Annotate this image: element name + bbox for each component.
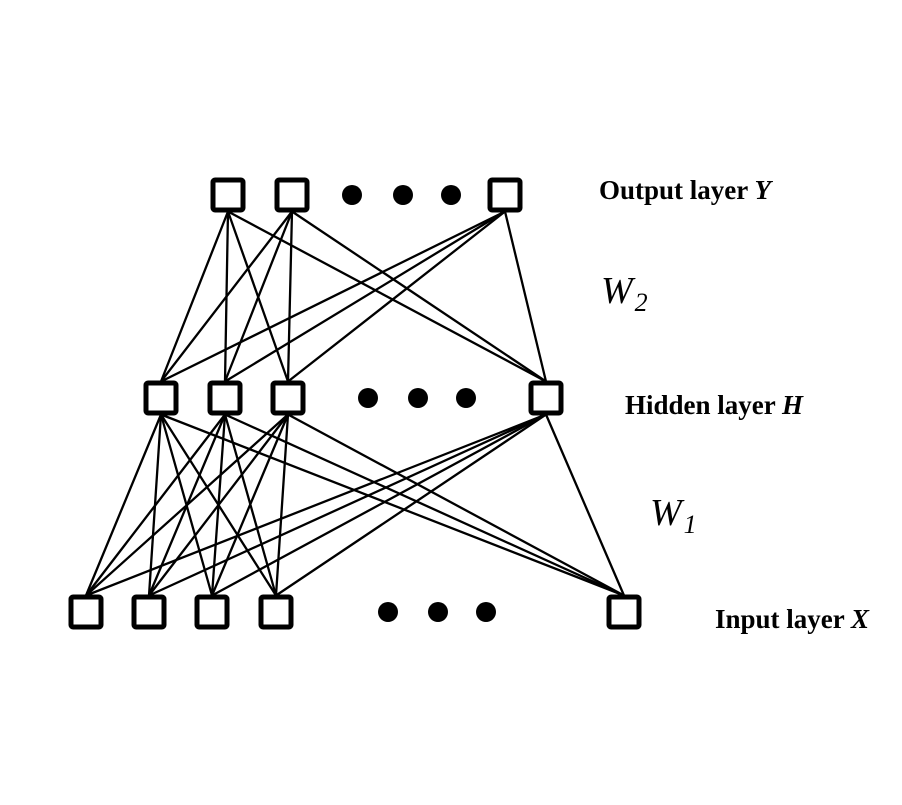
- input-node-2: [131, 594, 167, 630]
- edge-hidden-4-to-input-2: [147, 413, 548, 597]
- hidden-layer-label-text: Hidden layer: [625, 390, 783, 420]
- output-node-1: [210, 177, 246, 213]
- output-node-2: [274, 177, 310, 213]
- hidden-node-1: [143, 380, 179, 416]
- ellipses: [342, 185, 496, 622]
- edge-hidden-3-to-input-2: [147, 413, 290, 597]
- input-layer-label-text: Input layer: [715, 604, 852, 634]
- edge-hidden-3-to-input-5: [286, 413, 626, 597]
- edge-hidden-4-to-input-4: [274, 413, 548, 597]
- input-layer-variable: X: [851, 604, 870, 634]
- edge-hidden-4-to-input-3: [210, 413, 548, 597]
- hidden-node-4: [528, 380, 564, 416]
- connections: [84, 210, 626, 597]
- output-ellipsis-dot-1: [342, 185, 362, 205]
- edge-hidden-3-to-input-3: [210, 413, 290, 597]
- hidden-node-3: [270, 380, 306, 416]
- hidden-ellipsis-dot-1: [358, 388, 378, 408]
- hidden-layer-variable: H: [782, 390, 804, 420]
- weight-w2-label: W2: [601, 272, 648, 316]
- edge-output-3-to-hidden-2: [223, 210, 507, 383]
- output-layer-label: Output layer Y: [599, 177, 771, 204]
- input-node-1: [68, 594, 104, 630]
- output-layer-variable: Y: [754, 175, 772, 205]
- edge-output-2-to-hidden-3: [286, 210, 294, 383]
- hidden-layer-label: Hidden layer H: [625, 392, 803, 419]
- edge-output-2-to-hidden-2: [223, 210, 294, 383]
- weight-w2-subscript: 2: [634, 288, 648, 317]
- edge-output-3-to-hidden-3: [286, 210, 507, 383]
- edge-hidden-4-to-input-1: [84, 413, 548, 597]
- input-node-4: [258, 594, 294, 630]
- output-ellipsis-dot-2: [393, 185, 413, 205]
- edge-hidden-2-to-input-1: [84, 413, 227, 597]
- edge-output-3-to-hidden-1: [159, 210, 507, 383]
- weight-w1-subscript: 1: [683, 510, 697, 539]
- weight-w1-label: W1: [650, 494, 697, 538]
- hidden-node-2: [207, 380, 243, 416]
- output-node-3: [487, 177, 523, 213]
- edge-hidden-3-to-input-4: [274, 413, 290, 597]
- weight-w2-symbol: W: [601, 270, 633, 312]
- input-layer-label: Input layer X: [715, 606, 869, 633]
- edge-output-2-to-hidden-1: [159, 210, 294, 383]
- input-ellipsis-dot-3: [476, 602, 496, 622]
- edge-output-1-to-hidden-4: [226, 210, 548, 383]
- weight-w1-symbol: W: [650, 492, 682, 534]
- output-ellipsis-dot-3: [441, 185, 461, 205]
- hidden-ellipsis-dot-2: [408, 388, 428, 408]
- edge-output-3-to-hidden-4: [503, 210, 548, 383]
- output-layer-label-text: Output layer: [599, 175, 755, 205]
- input-ellipsis-dot-1: [378, 602, 398, 622]
- edge-hidden-3-to-input-1: [84, 413, 290, 597]
- input-node-3: [194, 594, 230, 630]
- edge-hidden-2-to-input-5: [223, 413, 626, 597]
- edge-output-2-to-hidden-4: [290, 210, 548, 383]
- input-ellipsis-dot-2: [428, 602, 448, 622]
- input-node-5: [606, 594, 642, 630]
- edge-hidden-1-to-input-1: [84, 413, 163, 597]
- hidden-ellipsis-dot-3: [456, 388, 476, 408]
- edge-hidden-4-to-input-5: [544, 413, 626, 597]
- edge-hidden-1-to-input-5: [159, 413, 626, 597]
- edge-output-1-to-hidden-1: [159, 210, 230, 383]
- nodes: [68, 177, 642, 630]
